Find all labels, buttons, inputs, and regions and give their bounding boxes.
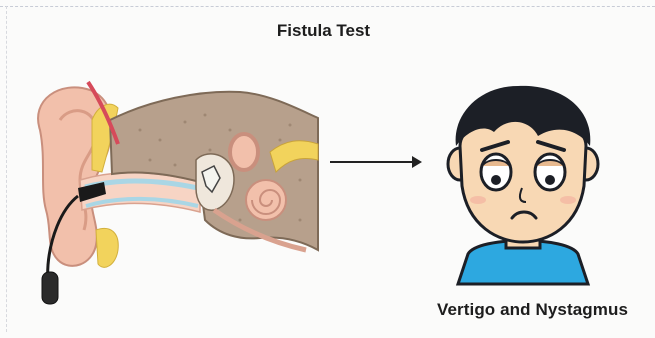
left-cheek [470,196,486,204]
left-pupil [491,175,501,185]
cartilage-lower [96,228,118,267]
right-arrow-icon [326,150,422,174]
right-cheek [560,196,576,204]
ear-anatomy-cross-section-icon [0,60,330,320]
dizzy-boy-icon [438,76,608,296]
top-divider [0,6,655,7]
figure-title: Fistula Test [0,21,651,41]
right-pupil [545,175,555,185]
cochlea [246,180,286,220]
head [460,116,586,242]
semicircular-canals [230,134,258,170]
result-caption: Vertigo and Nystagmus [410,300,655,320]
